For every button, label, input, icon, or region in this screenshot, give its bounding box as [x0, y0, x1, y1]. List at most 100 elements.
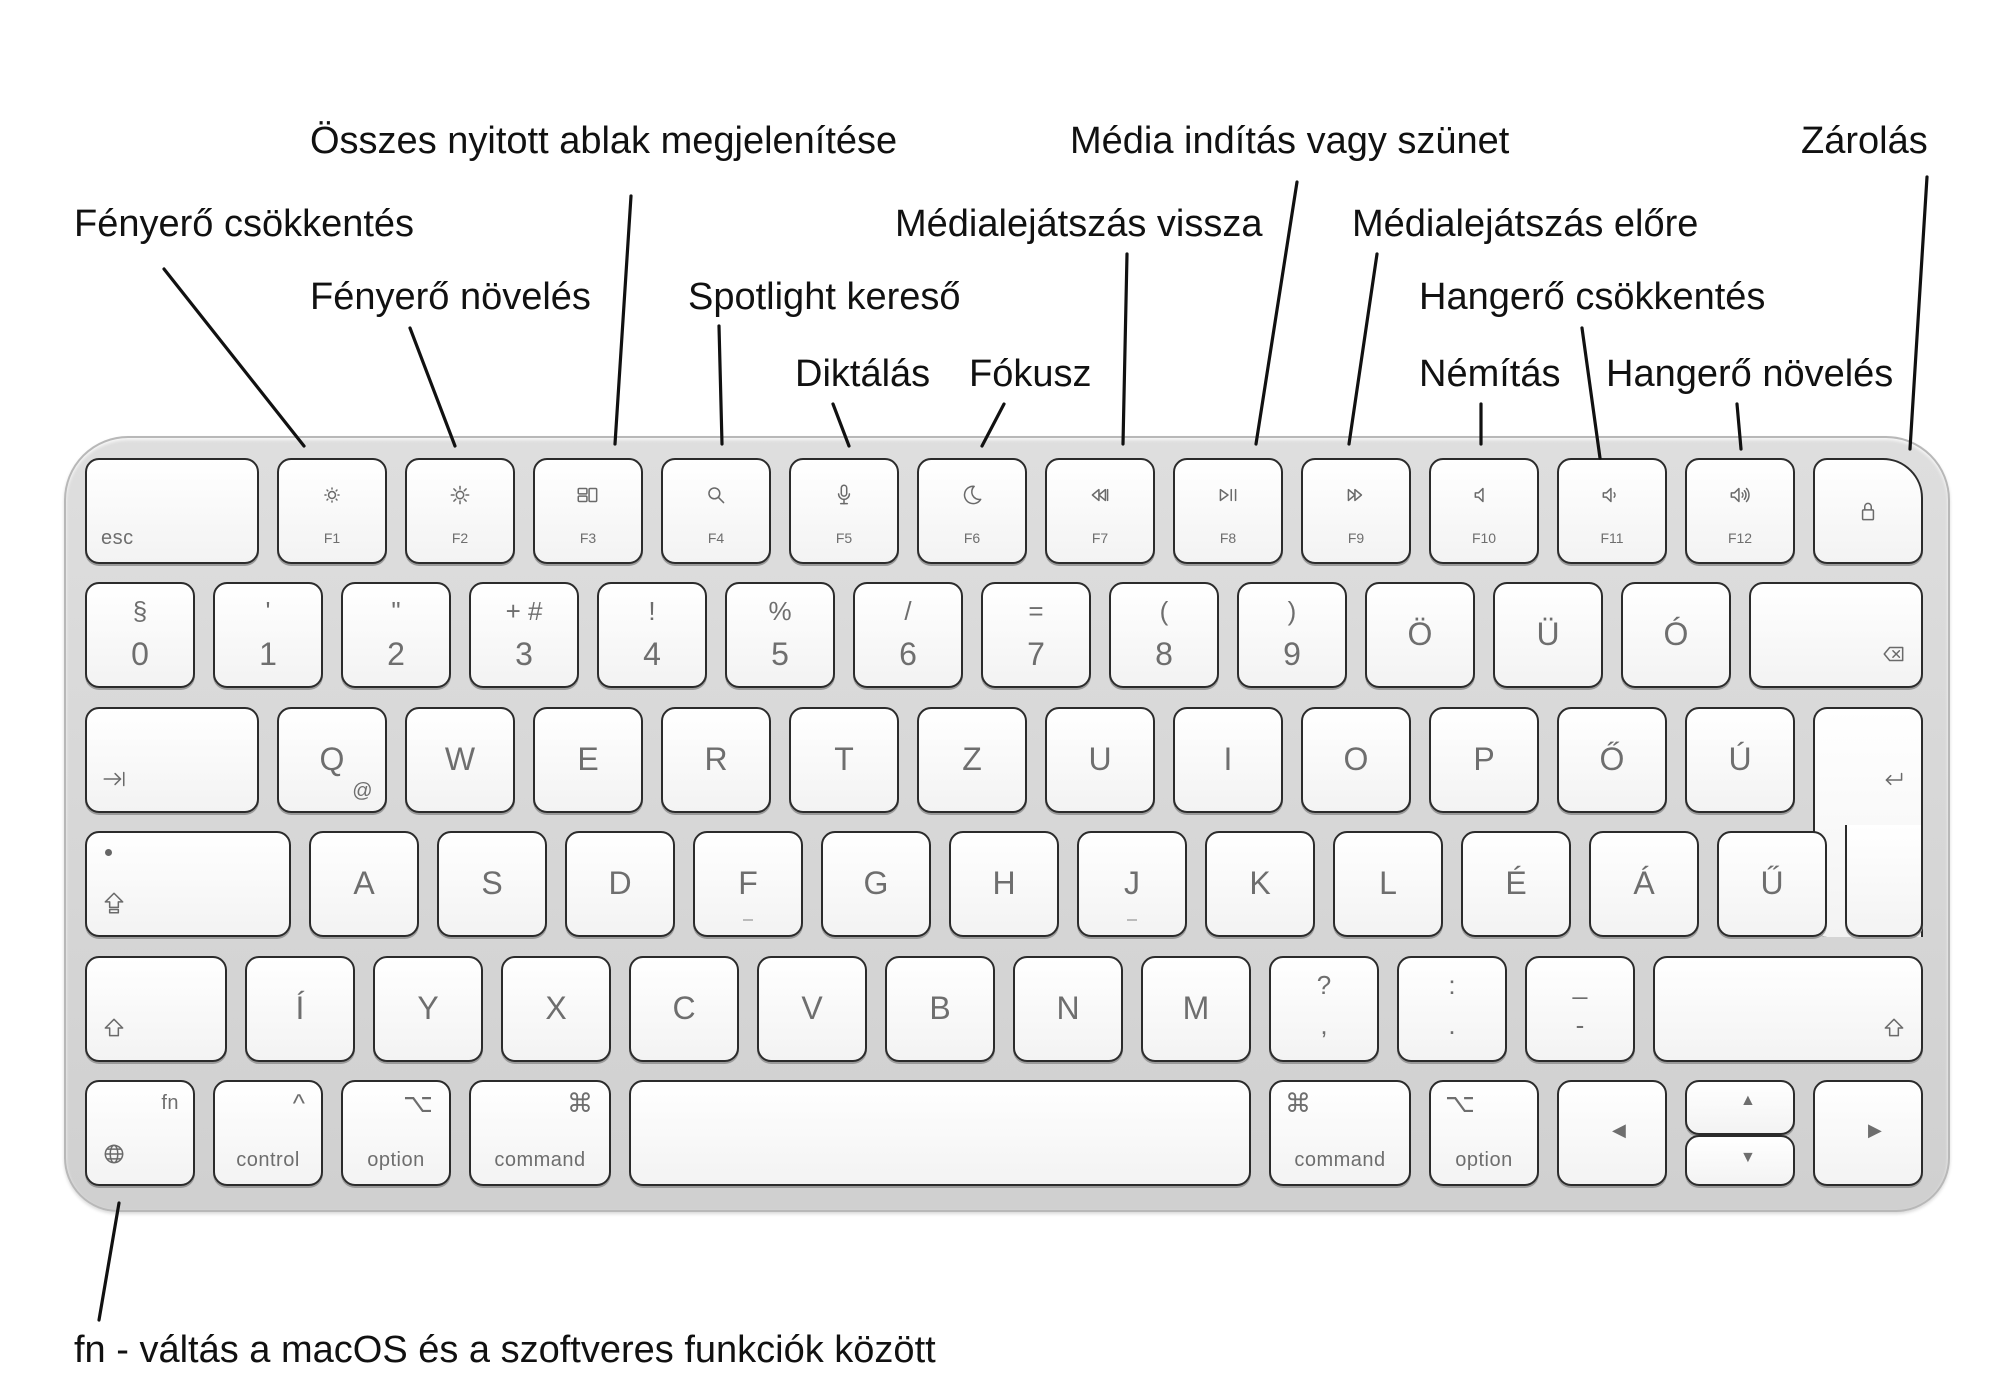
key-main-char: 7 [1027, 636, 1045, 673]
key-a-acute[interactable]: Á [1589, 831, 1699, 938]
key-y[interactable]: Y [373, 955, 483, 1062]
key-u-acute[interactable]: Ú [1685, 706, 1795, 813]
key-t[interactable]: T [789, 706, 899, 813]
key-backspace[interactable] [1749, 582, 1923, 689]
key-u-umlaut[interactable]: Ü [1493, 582, 1603, 689]
key-8[interactable]: (8 [1109, 582, 1219, 689]
key-return-lower[interactable] [1845, 825, 1923, 938]
volume-up-icon [1687, 482, 1793, 513]
key-c[interactable]: C [629, 955, 739, 1062]
key-w[interactable]: W [405, 706, 515, 813]
key-d[interactable]: D [565, 831, 675, 938]
key-main-char: É [1505, 865, 1527, 902]
annotation-mute: Némítás [1419, 353, 1561, 395]
key-right-command[interactable]: ⌘command [1269, 1080, 1411, 1186]
key-main-char: Á [1633, 865, 1655, 902]
key-period[interactable]: :. [1397, 955, 1507, 1062]
key-left-shift[interactable] [85, 955, 227, 1062]
key-g[interactable]: G [821, 831, 931, 938]
key-right-shift[interactable] [1653, 955, 1923, 1062]
key-lock[interactable] [1813, 458, 1923, 564]
key-arrow-down[interactable]: ▼ [1685, 1135, 1795, 1186]
key-o-acute[interactable]: Ó [1621, 582, 1731, 689]
key-o-double-acute[interactable]: Ő [1557, 706, 1667, 813]
key-arrow-left[interactable]: ◀ [1557, 1080, 1667, 1186]
key-f4[interactable]: F4 [661, 458, 771, 564]
key-0[interactable]: §0 [85, 582, 195, 689]
key-n[interactable]: N [1013, 955, 1123, 1062]
key-f3[interactable]: F3 [533, 458, 643, 564]
key-e-acute[interactable]: É [1461, 831, 1571, 938]
key-o-umlaut[interactable]: Ö [1365, 582, 1475, 689]
key-f5[interactable]: F5 [789, 458, 899, 564]
key-main-char: L [1379, 865, 1397, 902]
key-x[interactable]: X [501, 955, 611, 1062]
key-fn[interactable]: fn [85, 1080, 195, 1186]
key-3[interactable]: + #3 [469, 582, 579, 689]
key-top-char: ( [1159, 596, 1169, 627]
key-p[interactable]: P [1429, 706, 1539, 813]
key-right-option[interactable]: ⌥option [1429, 1080, 1539, 1186]
backspace-icon [1881, 641, 1907, 672]
volume-down-icon [1559, 482, 1665, 513]
key-symbol: ⌥ [1445, 1088, 1475, 1118]
key-esc[interactable]: esc [85, 458, 259, 564]
speaker-mute-icon [1431, 482, 1537, 513]
key-f10[interactable]: F10 [1429, 458, 1539, 564]
key-4[interactable]: !4 [597, 582, 707, 689]
key-arrow-right[interactable]: ▶ [1813, 1080, 1923, 1186]
key-7[interactable]: =7 [981, 582, 1091, 689]
key-u-double-acute[interactable]: Ű [1717, 831, 1827, 938]
key-u[interactable]: U [1045, 706, 1155, 813]
key-k[interactable]: K [1205, 831, 1315, 938]
key-symbol: ⌘ [567, 1088, 593, 1118]
key-v[interactable]: V [757, 955, 867, 1062]
key-a[interactable]: A [309, 831, 419, 938]
key-f8[interactable]: F8 [1173, 458, 1283, 564]
key-e[interactable]: E [533, 706, 643, 813]
key-left-command[interactable]: ⌘command [469, 1080, 611, 1186]
key-b[interactable]: B [885, 955, 995, 1062]
key-j[interactable]: J [1077, 831, 1187, 938]
key-hyphen[interactable]: _- [1525, 955, 1635, 1062]
key-f1[interactable]: F1 [277, 458, 387, 564]
caps-lock-indicator [105, 849, 112, 857]
key-i[interactable]: I [1173, 706, 1283, 813]
key-f6[interactable]: F6 [917, 458, 1027, 564]
moon-icon [919, 482, 1025, 513]
annotation-focus: Fókusz [969, 353, 1092, 395]
key-caps-lock[interactable] [85, 831, 291, 938]
key-1[interactable]: '1 [213, 582, 323, 689]
key-f11[interactable]: F11 [1557, 458, 1667, 564]
key-h[interactable]: H [949, 831, 1059, 938]
key-top-char: ! [648, 596, 656, 627]
key-f12[interactable]: F12 [1685, 458, 1795, 564]
key-i-acute[interactable]: Í [245, 955, 355, 1062]
key-o[interactable]: O [1301, 706, 1411, 813]
key-6[interactable]: /6 [853, 582, 963, 689]
key-l[interactable]: L [1333, 831, 1443, 938]
key-control[interactable]: ^control [213, 1080, 323, 1186]
key-main-char: 2 [387, 636, 405, 673]
key-comma[interactable]: ?, [1269, 955, 1379, 1062]
key-5[interactable]: %5 [725, 582, 835, 689]
key-left-option[interactable]: ⌥option [341, 1080, 451, 1186]
key-m[interactable]: M [1141, 955, 1251, 1062]
key-arrow-up-down[interactable]: ▲▼ [1685, 1080, 1795, 1186]
key-tab[interactable] [85, 706, 259, 813]
key-f7[interactable]: F7 [1045, 458, 1155, 564]
key-2[interactable]: "2 [341, 582, 451, 689]
key-f[interactable]: F [693, 831, 803, 938]
key-f2[interactable]: F2 [405, 458, 515, 564]
key-z[interactable]: Z [917, 706, 1027, 813]
key-q[interactable]: Q@ [277, 706, 387, 813]
key-main-char: M [1182, 989, 1210, 1026]
key-f9[interactable]: F9 [1301, 458, 1411, 564]
annotation-volume-down: Hangerő csökkentés [1419, 276, 1766, 318]
key-arrow-up[interactable]: ▲ [1685, 1080, 1795, 1135]
key-s[interactable]: S [437, 831, 547, 938]
microphone-icon [791, 482, 897, 513]
key-9[interactable]: )9 [1237, 582, 1347, 689]
key-r[interactable]: R [661, 706, 771, 813]
key-space[interactable] [629, 1080, 1251, 1186]
